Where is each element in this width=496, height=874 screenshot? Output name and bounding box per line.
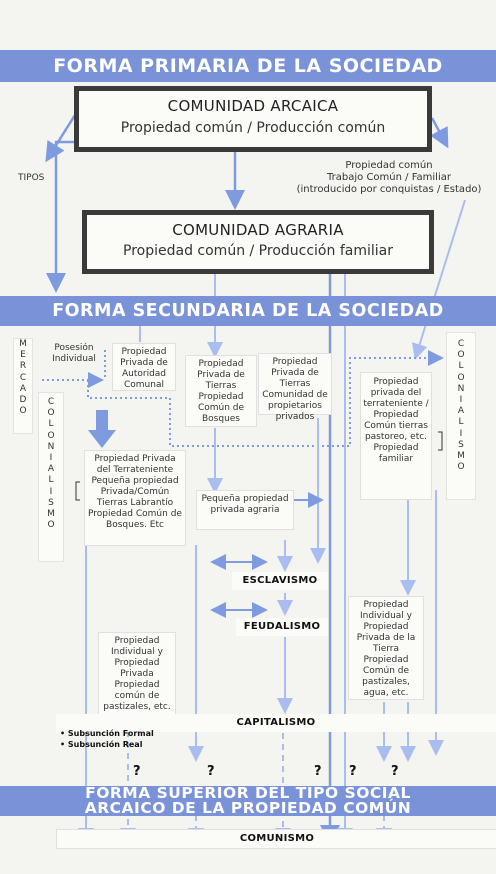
colonialismo-left-label: C O L O N I A L I S M O — [38, 392, 64, 562]
individual-right-box: Propiedad Individual y Propiedad Privada… — [348, 596, 424, 700]
banner-superior-line1: FORMA SUPERIOR DEL TIPO SOCIAL — [85, 784, 411, 802]
terrateniente-right-box: Propiedad privada del terrateniente / Pr… — [360, 372, 432, 500]
question-mark: ? — [391, 764, 399, 779]
right-note-line: Trabajo Común / Familiar — [327, 172, 451, 183]
tipos-label: TIPOS — [18, 173, 45, 183]
right-note: Propiedad común Trabajo Común / Familiar… — [282, 160, 496, 196]
arrow-to-note — [430, 117, 449, 149]
arrow-left-down — [46, 140, 80, 293]
tierras-comunidad-box: Propiedad Privada de Tierras Comunidad d… — [258, 353, 332, 422]
question-mark: ? — [133, 764, 141, 779]
subsuncion-list: • Subsunción Formal • Subsunción Real — [60, 728, 154, 750]
subsuncion-formal: Subsunción Formal — [67, 729, 154, 738]
banner-secondary-text: FORMA SECUNDARIA DE LA SOCIEDAD — [52, 301, 444, 321]
subsuncion-item: • Subsunción Formal — [60, 729, 154, 738]
comunidad-agraria-box: COMUNIDAD AGRARIA Propiedad común / Prod… — [82, 210, 434, 274]
banner-superior-line2: ARCAICO DE LA PROPIEDAD COMÚN — [84, 799, 412, 817]
mercado-vertical-label: M E R C A D O — [13, 338, 33, 434]
subsuncion-real: Subsunción Real — [67, 740, 143, 749]
individual-left-box: Propiedad Individual y Propiedad Privada… — [98, 632, 176, 722]
comunidad-arcaica-box: COMUNIDAD ARCAICA Propiedad común / Prod… — [74, 86, 432, 152]
pequena-propiedad-box: Pequeña propiedad privada agraria — [196, 490, 294, 530]
question-mark: ? — [314, 764, 322, 779]
autoridad-comunal-box: Propiedad Privada de Autoridad Comunal — [112, 343, 176, 391]
colonialismo-right-label: C O L O N I A L I S M O — [446, 332, 476, 500]
banner-primary: FORMA PRIMARIA DE LA SOCIEDAD — [0, 50, 496, 82]
tierras-bosques-box: Propiedad Privada de Tierras Propiedad C… — [185, 355, 257, 427]
subsuncion-item: • Subsunción Real — [60, 740, 143, 749]
comunidad-agraria-subtitle: Propiedad común / Producción familiar — [123, 243, 393, 259]
question-mark: ? — [349, 764, 357, 779]
banner-secondary: FORMA SECUNDARIA DE LA SOCIEDAD — [0, 296, 496, 326]
stage-comunismo: COMUNISMO — [56, 829, 496, 849]
question-mark: ? — [207, 764, 215, 779]
arrow-to-tipos — [45, 114, 77, 163]
banner-superior: FORMA SUPERIOR DEL TIPO SOCIAL ARCAICO D… — [0, 784, 496, 817]
posesion-individual-box: Posesión Individual — [52, 343, 96, 364]
comunidad-agraria-title: COMUNIDAD AGRARIA — [172, 221, 344, 239]
comunidad-arcaica-title: COMUNIDAD ARCAICA — [167, 97, 339, 115]
terrateniente-left-box: Propiedad Privada del Terrateniente Pequ… — [84, 450, 186, 546]
stage-esclavismo: ESCLAVISMO — [232, 572, 328, 590]
banner-primary-text: FORMA PRIMARIA DE LA SOCIEDAD — [53, 55, 443, 77]
stage-feudalismo: FEUDALISMO — [236, 618, 328, 636]
right-note-line: (introducido por conquistas / Estado) — [296, 184, 482, 195]
stage-capitalismo: CAPITALISMO — [56, 714, 496, 732]
right-note-line: Propiedad común — [345, 160, 433, 171]
comunidad-arcaica-subtitle: Propiedad común / Producción común — [120, 120, 386, 136]
